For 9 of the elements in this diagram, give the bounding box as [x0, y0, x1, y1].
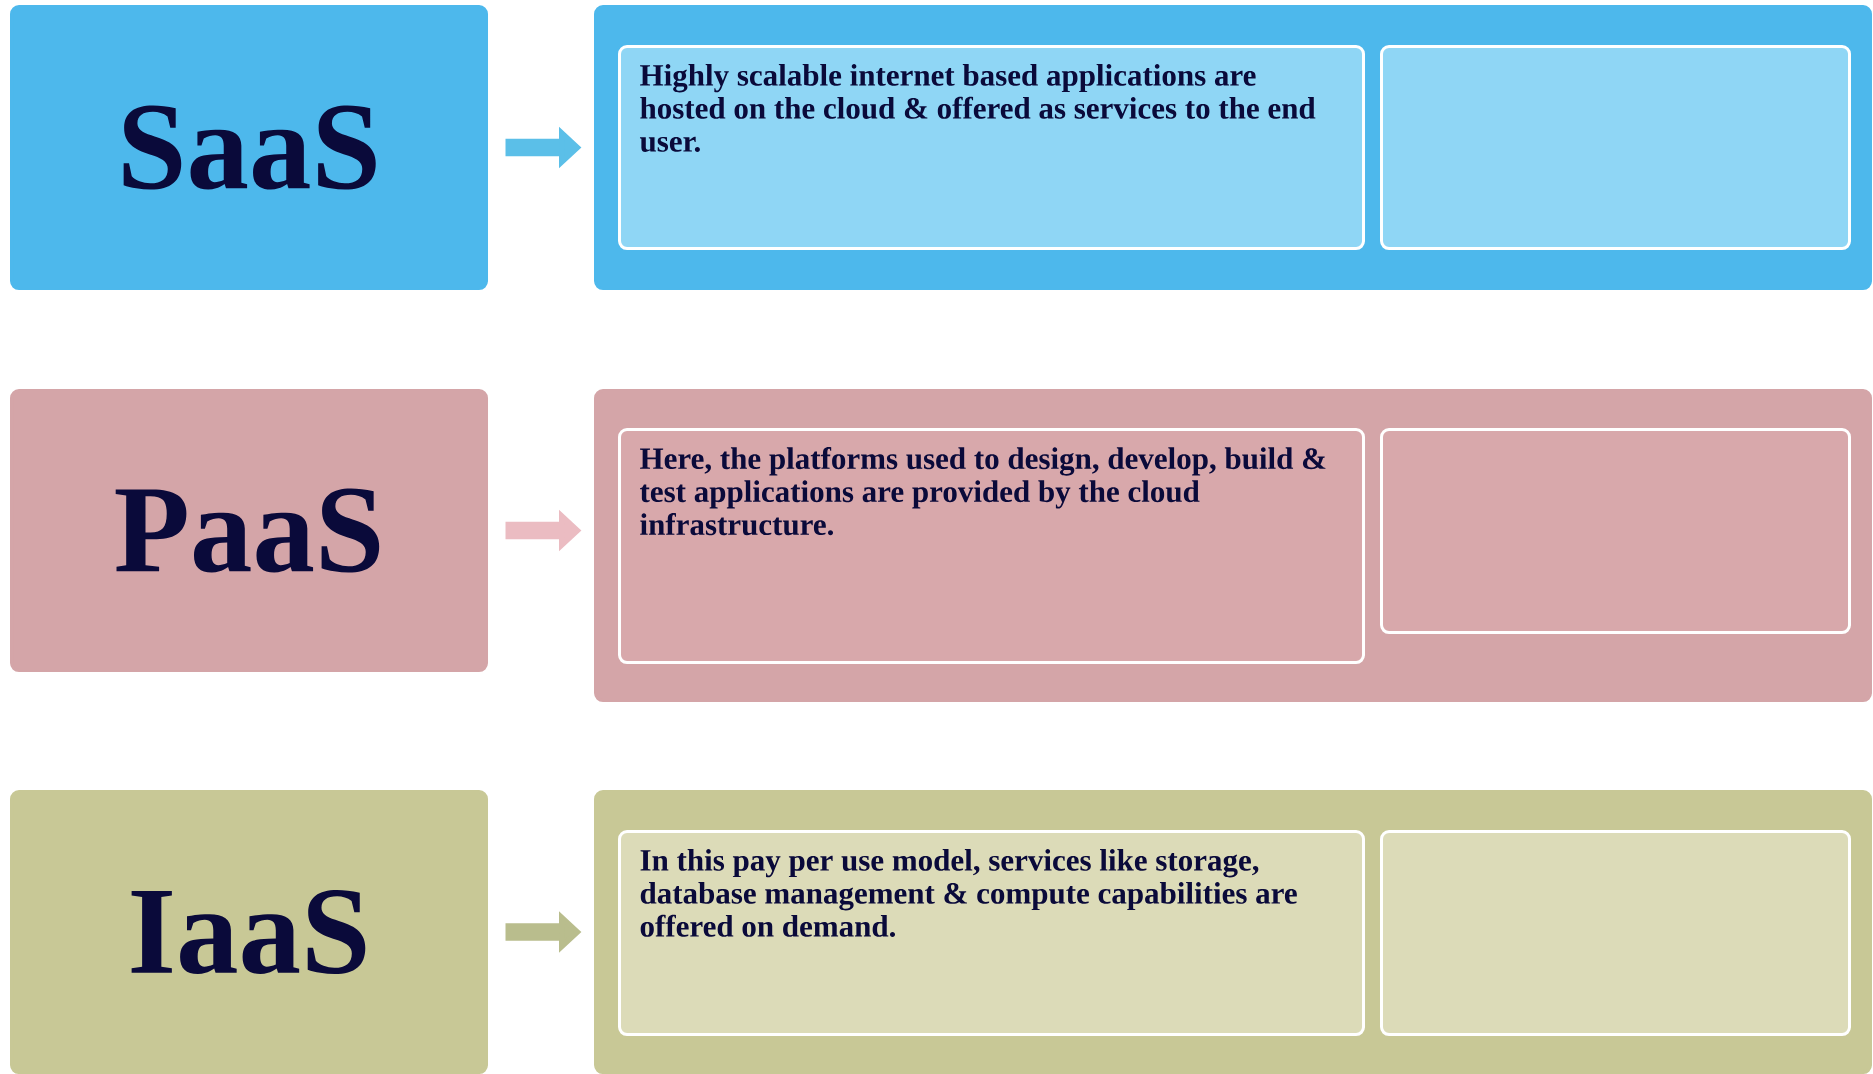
description-box — [1380, 830, 1851, 1036]
category-box: IaaS — [10, 790, 488, 1074]
description-box: Here, the platforms used to design, develop, build & test applications are provided by the cloud infrastructure. — [618, 428, 1365, 664]
category-box: PaaS — [10, 389, 488, 672]
category-box: SaaS — [10, 5, 488, 290]
description-box — [1380, 45, 1851, 250]
description-box: Highly scalable internet based applications are hosted on the cloud & offered as services to the end user. — [618, 45, 1365, 250]
description-box: In this pay per use model, services like storage, database management & compute capabilities are offered on demand. — [618, 830, 1365, 1036]
description-box — [1380, 428, 1851, 634]
